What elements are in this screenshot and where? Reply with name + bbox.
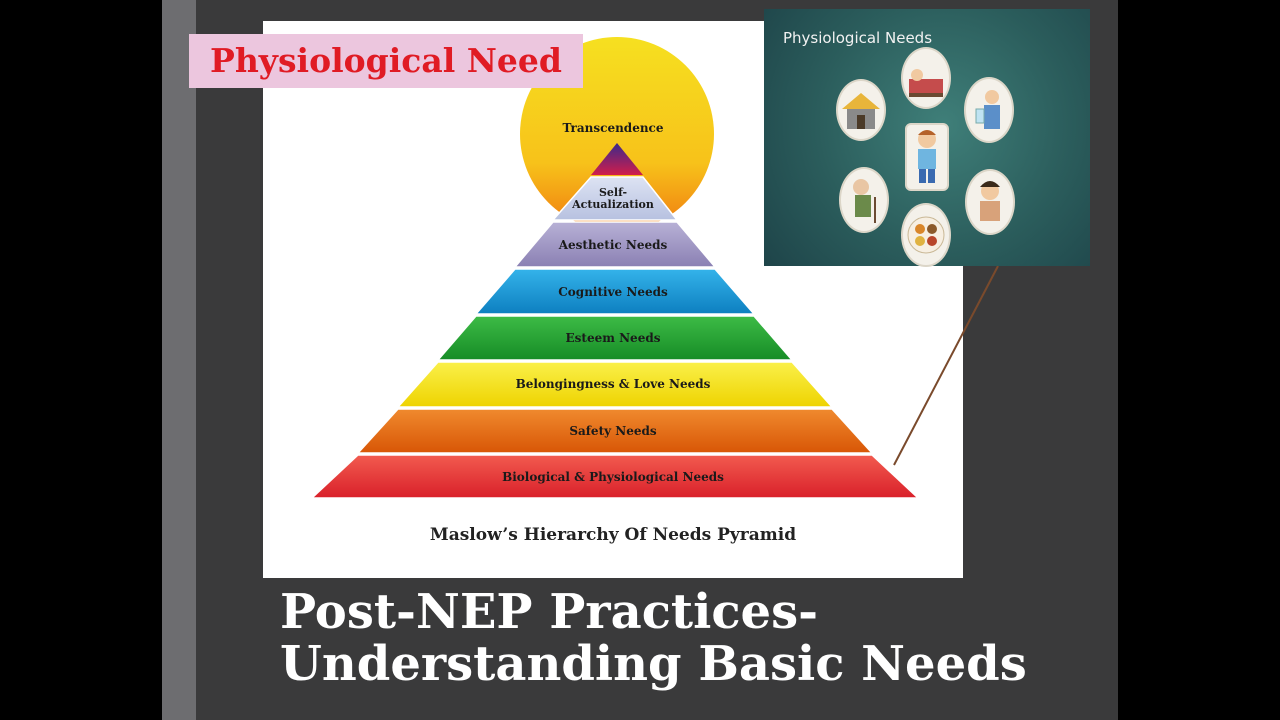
- level-self-actualization: [551, 176, 679, 221]
- elder-icon: [839, 167, 889, 233]
- food-plate-icon: [901, 203, 951, 267]
- level-safety-label: Safety Needs: [569, 424, 657, 438]
- level-self-actualization-label: Self-: [599, 186, 627, 199]
- level-belongingness-label: Belongingness & Love Needs: [516, 377, 711, 391]
- physiological-need-tag: Physiological Need: [189, 34, 583, 88]
- sleeping-icon: [901, 47, 951, 109]
- slide-title: Post-NEP Practices- Understanding Basic …: [280, 586, 1100, 690]
- sick-person-icon: [965, 169, 1015, 235]
- pyramid-caption: Maslow’s Hierarchy Of Needs Pyramid: [429, 525, 797, 545]
- boy-icon: [905, 123, 949, 191]
- pyramid-tip: [591, 143, 643, 175]
- physiological-needs-inset: Physiological Needs: [764, 9, 1090, 267]
- inset-title: Physiological Needs: [783, 29, 933, 47]
- level-cognitive: [474, 268, 756, 315]
- connector-line: [893, 265, 999, 466]
- slide-accent-bar: [162, 0, 196, 720]
- level-cognitive-label: Cognitive Needs: [558, 285, 668, 299]
- level-biological-label: Biological & Physiological Needs: [502, 470, 724, 484]
- slide-title-line-2: Understanding Basic Needs: [280, 636, 1027, 692]
- slide-title-line-1: Post-NEP Practices-: [280, 584, 819, 640]
- drinking-icon: [964, 77, 1014, 143]
- house-icon: [836, 79, 886, 141]
- level-transcendence-label: Transcendence: [563, 121, 664, 135]
- level-biological: [310, 454, 920, 499]
- level-aesthetic-label: Aesthetic Needs: [558, 238, 668, 252]
- level-esteem-label: Esteem Needs: [566, 331, 661, 345]
- level-esteem: [436, 315, 794, 361]
- level-self-actualization-label-2: Actualization: [571, 198, 654, 211]
- level-safety: [356, 408, 874, 454]
- level-aesthetic: [513, 221, 717, 268]
- level-belongingness: [396, 361, 834, 408]
